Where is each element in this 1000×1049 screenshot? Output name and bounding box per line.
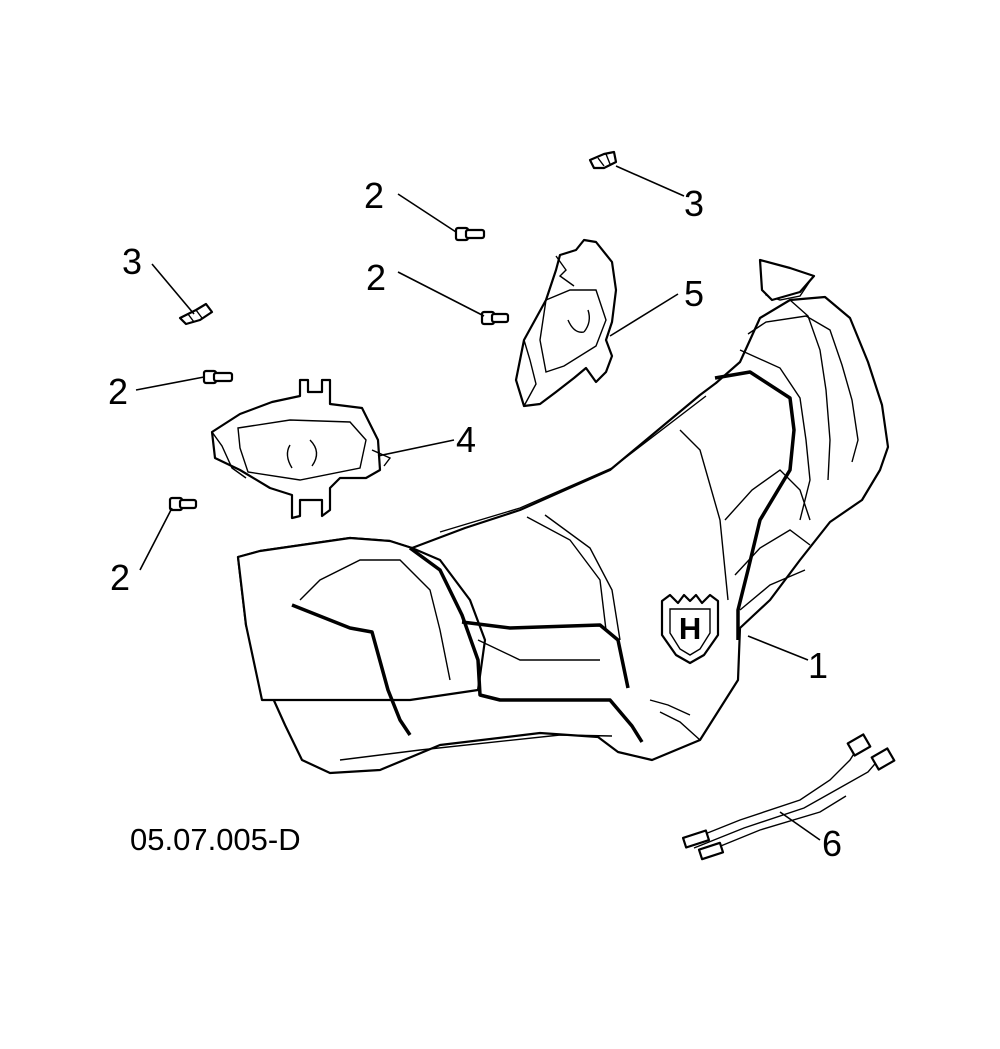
callout-2a: 2 — [364, 175, 384, 216]
callout-2c: 2 — [108, 371, 128, 412]
logo-letter: H — [679, 611, 701, 646]
callout-2b: 2 — [366, 257, 386, 298]
screw-2c — [202, 369, 234, 385]
grille-frame — [714, 370, 796, 640]
callout-2d: 2 — [110, 557, 130, 598]
clip-3b — [588, 150, 618, 170]
figure-reference-code: 05.07.005-D — [130, 822, 301, 857]
callout-3a: 3 — [122, 241, 142, 282]
callout-4: 4 — [456, 419, 476, 460]
left-headlamp-part — [210, 378, 392, 520]
callout-3b: 3 — [684, 183, 704, 224]
right-headlamp-part — [514, 238, 618, 408]
callout-5: 5 — [684, 273, 704, 314]
callout-1: 1 — [808, 645, 828, 686]
left-lamp-recess — [291, 603, 412, 736]
leader-lines — [135, 165, 821, 841]
screw-2d — [168, 496, 198, 512]
callout-labels: 1 2 2 2 2 3 3 4 5 6 — [108, 175, 842, 864]
wiring-harness-part — [681, 733, 896, 861]
screw-2b — [480, 310, 510, 326]
clip-3a — [178, 302, 214, 326]
screw-2a — [454, 226, 486, 242]
callout-6: 6 — [822, 823, 842, 864]
front-hood-part — [236, 258, 890, 775]
brand-logo-emblem: H — [660, 593, 720, 665]
